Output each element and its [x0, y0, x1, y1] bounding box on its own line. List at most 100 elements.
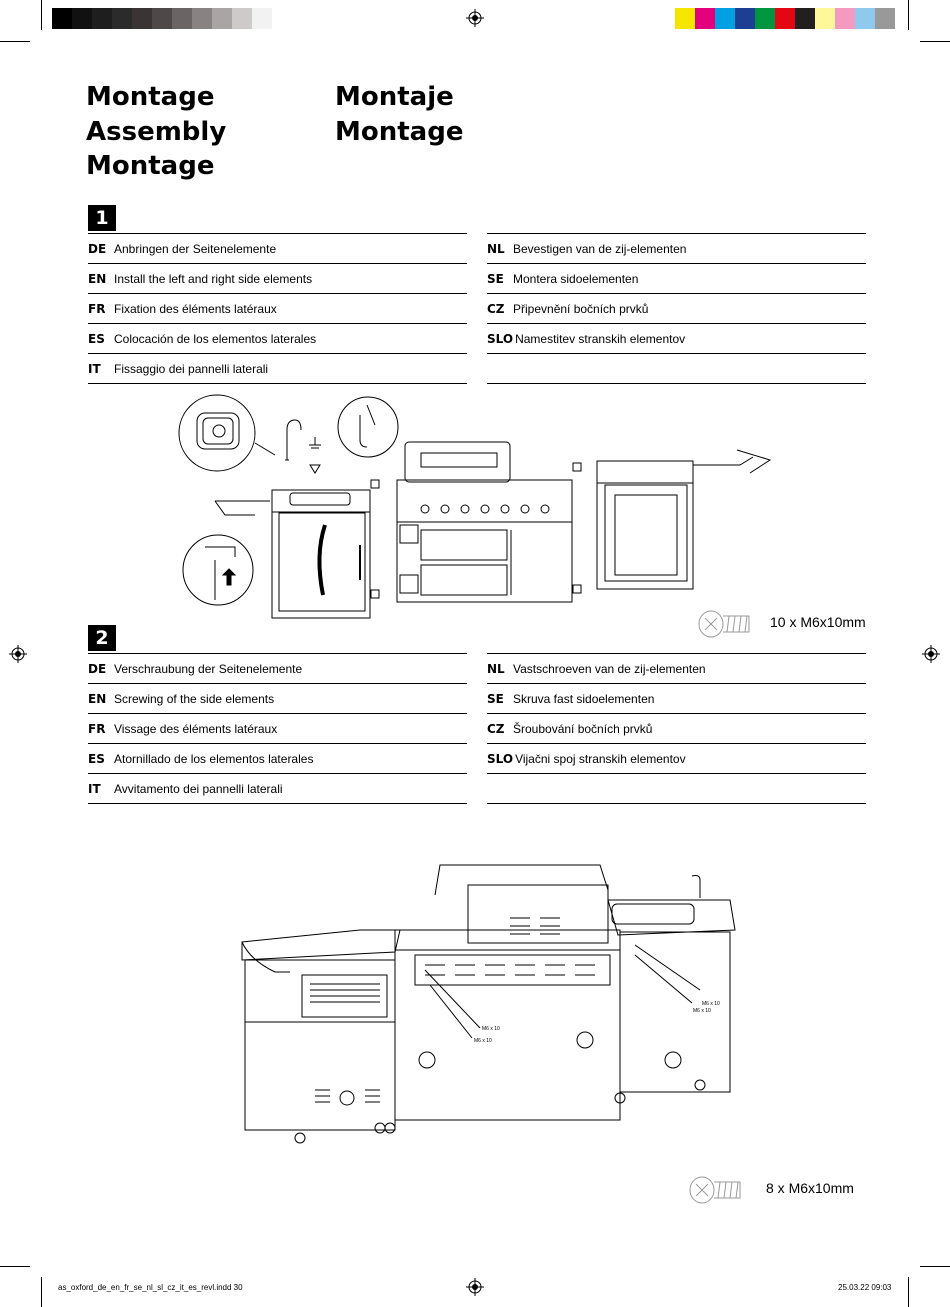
instruction-row: DE Anbringen der Seitenelemente [88, 234, 467, 264]
title-column-1: Montage Assembly Montage [86, 80, 226, 184]
language-code: IT [88, 361, 101, 376]
step1-instructions-left: DE Anbringen der Seitenelemente EN Install… [88, 234, 467, 384]
color-swatch [855, 8, 875, 29]
instruction-row: ES Atornillado de los elementos laterales [88, 744, 467, 774]
footer-filename: as_oxford_de_en_fr_se_nl_sl_cz_it_es_rev… [58, 1283, 243, 1292]
registration-mark-icon [466, 1278, 484, 1296]
screw-icon [698, 610, 750, 638]
color-swatch [755, 8, 775, 29]
instruction-text: Vijačni spoj stranskih elementov [515, 751, 686, 766]
step-number-badge: 2 [88, 625, 116, 651]
gray-color-bar [52, 8, 272, 29]
instruction-text: Vissage des éléments latéraux [114, 721, 278, 736]
screw-icon [689, 1176, 741, 1204]
color-swatch [152, 8, 172, 29]
step1-assembly-illustration [178, 394, 772, 619]
color-swatch [775, 8, 795, 29]
language-code: SLO [487, 751, 514, 766]
page-title: Montaje [335, 82, 454, 112]
instruction-text: Namestitev stranskih elementov [515, 331, 686, 346]
language-code: CZ [487, 301, 505, 316]
language-code: EN [88, 691, 107, 706]
instruction-text: Avvitamento dei pannelli laterali [114, 781, 283, 796]
language-code: FR [88, 721, 106, 736]
step-number-badge: 1 [88, 205, 116, 231]
page-title: Montage [86, 151, 215, 181]
instruction-text: Verschraubung der Seitenelemente [114, 661, 303, 676]
color-swatch [795, 8, 815, 29]
language-code: DE [88, 661, 107, 676]
step-divider [88, 653, 467, 654]
registration-mark-icon [9, 645, 27, 663]
crop-mark [41, 0, 42, 30]
instruction-text: Bevestigen van de zij-elementen [513, 241, 687, 256]
instruction-row: DE Verschraubung der Seitenelemente [88, 654, 467, 684]
crop-mark [920, 1266, 950, 1267]
language-code: SLO [487, 331, 514, 346]
crop-mark [0, 41, 30, 42]
language-code: SE [487, 691, 504, 706]
instruction-text: Anbringen der Seitenelemente [114, 241, 277, 256]
instruction-text: Screwing of the side elements [114, 691, 275, 706]
step2-instructions-left: DE Verschraubung der Seitenelemente EN Scr… [88, 654, 467, 804]
instruction-text: Colocación de los elementos laterales [114, 331, 317, 346]
instruction-text: Montera sidoelementen [513, 271, 639, 286]
title-column-2: Montaje Montage [335, 80, 463, 149]
step-divider [487, 233, 866, 234]
color-swatch [815, 8, 835, 29]
language-code: CZ [487, 721, 505, 736]
instruction-row: IT Avvitamento dei pannelli laterali [88, 774, 467, 804]
instruction-row: CZ Připevnění bočních prvků [487, 294, 866, 324]
step2-assembly-illustration: M6 x 10 M6 x 10 M6 x 10 M6 x 10 [241, 864, 736, 1144]
instruction-text: Připevnění bočních prvků [513, 301, 649, 316]
language-code: ES [88, 331, 105, 346]
instruction-text: Install the left and right side elements [114, 271, 313, 286]
color-swatch [695, 8, 715, 29]
language-code: DE [88, 241, 107, 256]
color-swatch [52, 8, 72, 29]
language-code: ES [88, 751, 105, 766]
color-swatch [192, 8, 212, 29]
crop-mark [0, 1266, 30, 1267]
instruction-row: NL Bevestigen van de zij-elementen [487, 234, 866, 264]
instruction-row: IT Fissaggio dei pannelli laterali [88, 354, 467, 384]
color-swatch [735, 8, 755, 29]
registration-mark-icon [922, 645, 940, 663]
color-swatch [835, 8, 855, 29]
screw-quantity-label: 8 x M6x10mm [766, 1180, 854, 1196]
step-divider [487, 653, 866, 654]
page-title: Montage [335, 116, 464, 147]
color-swatch [675, 8, 695, 29]
process-color-bar [675, 8, 895, 29]
color-swatch [875, 8, 895, 29]
instruction-text: Fissaggio dei pannelli laterali [114, 361, 269, 376]
color-swatch [252, 8, 272, 29]
page-title: Montage [86, 82, 215, 112]
screw-callout: M6 x 10 [702, 1001, 720, 1007]
registration-mark-icon [466, 9, 484, 27]
language-code: NL [487, 241, 505, 256]
color-swatch [715, 8, 735, 29]
color-swatch [172, 8, 192, 29]
color-swatch [112, 8, 132, 29]
instruction-text: Fixation des éléments latéraux [114, 301, 277, 316]
language-code: EN [88, 271, 107, 286]
instruction-text: Atornillado de los elementos laterales [114, 751, 314, 766]
screw-callout: M6 x 10 [482, 1026, 500, 1032]
instruction-row: ES Colocación de los elementos laterales [88, 324, 467, 354]
language-code: SE [487, 271, 504, 286]
color-swatch [132, 8, 152, 29]
instruction-row: FR Vissage des éléments latéraux [88, 714, 467, 744]
color-swatch [212, 8, 232, 29]
screw-callout: M6 x 10 [693, 1008, 711, 1014]
instruction-text: Vastschroeven van de zij-elementen [513, 661, 706, 676]
language-code: IT [88, 781, 101, 796]
crop-mark [908, 1277, 909, 1307]
